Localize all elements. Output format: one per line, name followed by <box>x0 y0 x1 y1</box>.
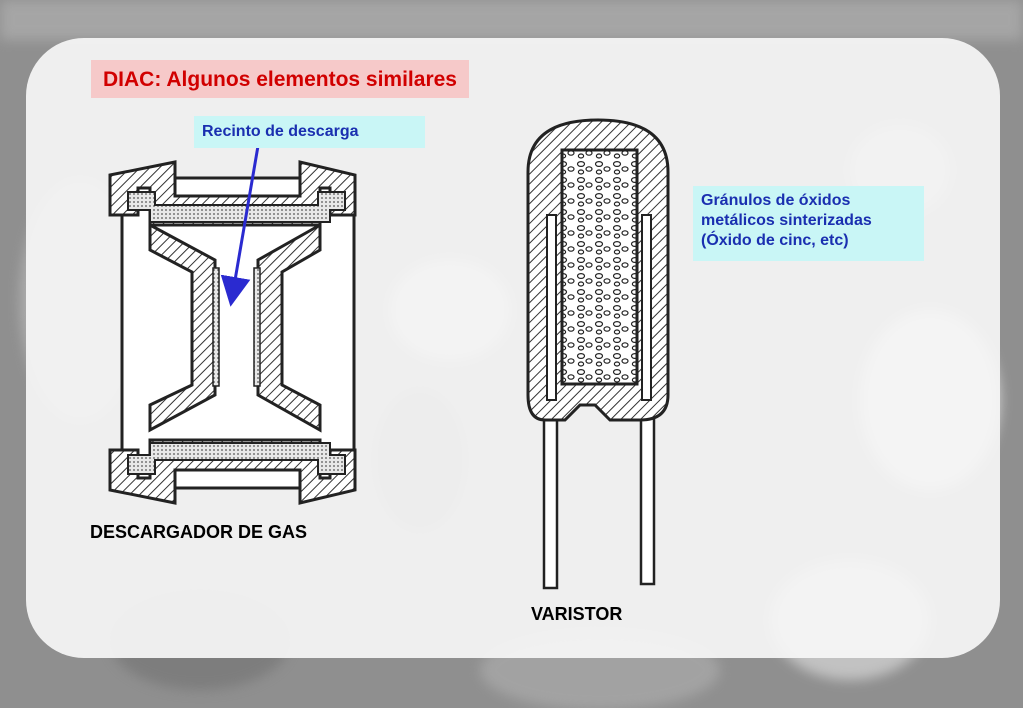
gas-discharger-drawing <box>108 160 357 505</box>
slide-title: DIAC: Algunos elementos similares <box>91 60 469 98</box>
varistor-label: VARISTOR <box>531 604 623 624</box>
discharge-chamber-callout: Recinto de descarga <box>194 116 425 148</box>
granules-callout: Gránulos de óxidos metálicos sinterizada… <box>693 186 924 261</box>
gas-discharger-label: DESCARGADOR DE GAS <box>90 522 308 542</box>
discharge-arrow <box>220 145 260 307</box>
varistor-drawing <box>526 118 670 590</box>
